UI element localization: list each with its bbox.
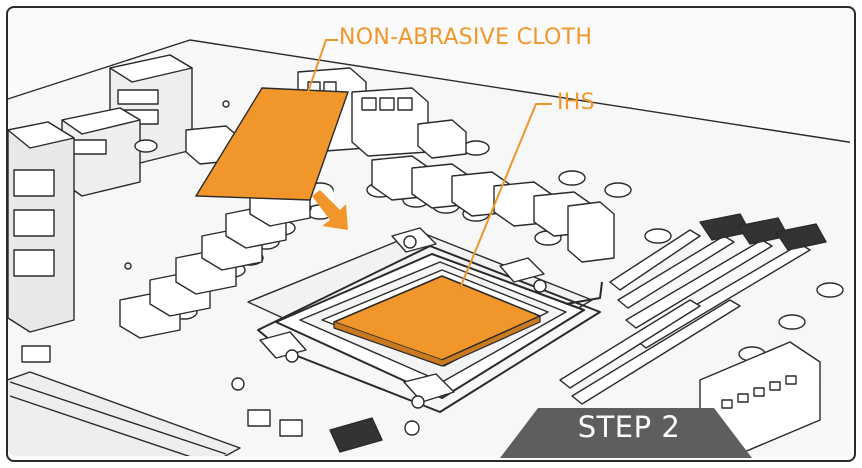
ihs-callout-label: IHS bbox=[557, 90, 595, 115]
step-label: STEP 2 bbox=[577, 410, 681, 444]
memory-slots bbox=[559, 213, 827, 405]
pcie-slot bbox=[8, 100, 420, 456]
rear-io-ports bbox=[8, 54, 193, 333]
wipe-direction-arrow bbox=[312, 190, 348, 230]
cloth-callout-label: NON-ABRASIVE CLOTH bbox=[339, 25, 593, 50]
ihs-leader-line bbox=[455, 103, 552, 299]
vrm-chokes-top bbox=[371, 119, 615, 263]
non-abrasive-cloth bbox=[194, 87, 349, 201]
cloth-leader-line bbox=[307, 39, 338, 93]
